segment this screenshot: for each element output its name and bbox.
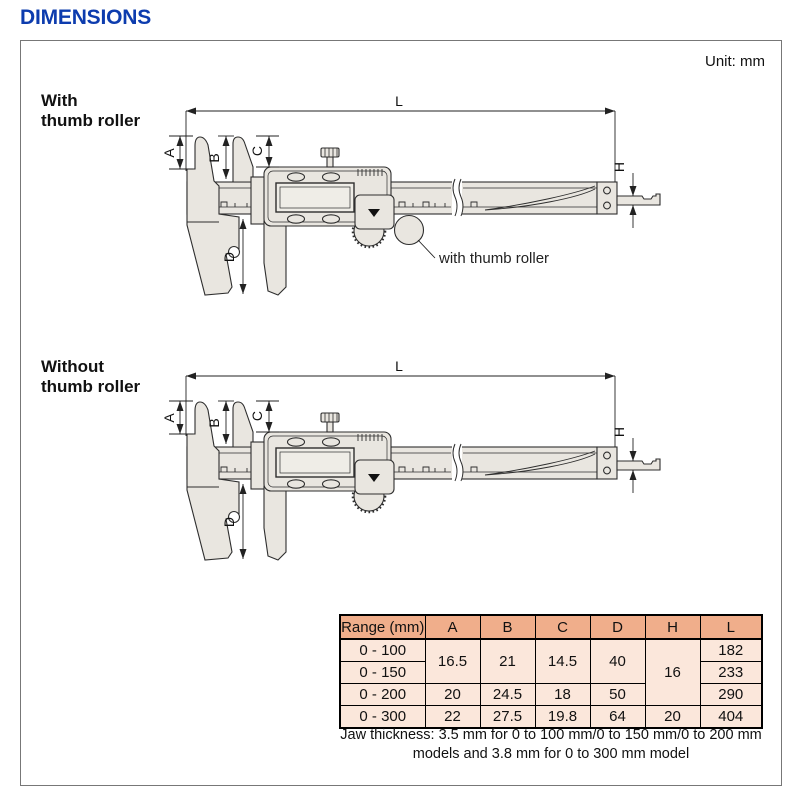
caliper-drawing-without-thumb-roller: [129, 356, 674, 588]
drawing-label-with-thumb-roller: With thumb roller: [41, 91, 140, 131]
cell-h: 20: [644, 705, 701, 729]
thumb-roller-annotation: with thumb roller: [438, 250, 549, 267]
cell-c: 18: [534, 683, 591, 706]
caliper-drawing-with-thumb-roller: with thumb roller: [129, 91, 674, 323]
cell-d: 64: [589, 705, 646, 729]
jaw-thickness-note: Jaw thickness: 3.5 mm for 0 to 100 mm/0 …: [340, 727, 762, 762]
label-line: Without: [41, 357, 105, 376]
label-line: With: [41, 91, 78, 110]
table-row: 0 - 100 16.5 21 14.5 40 16 182: [339, 638, 763, 706]
cell-a: 22: [424, 705, 481, 729]
column-header-d: D: [589, 614, 646, 640]
dimensions-panel: Unit: mm With thumb roller with thumb ro…: [20, 40, 782, 786]
drawing-label-without-thumb-roller: Without thumb roller: [41, 357, 140, 397]
thumb-roller: [393, 214, 425, 246]
table-row: 0 - 200 20 24.5 18 50 290: [339, 683, 763, 706]
column-header-range: Range (mm): [339, 614, 426, 640]
column-header-c: C: [534, 614, 591, 640]
label-line: thumb roller: [41, 111, 141, 131]
cell-d: 40: [589, 638, 646, 684]
cell-l: 233: [699, 661, 763, 684]
cell-range: 0 - 100: [339, 638, 426, 662]
cell-b: 27.5: [479, 705, 536, 729]
cell-d: 50: [589, 683, 646, 706]
column-header-b: B: [479, 614, 536, 640]
cell-c: 19.8: [534, 705, 591, 729]
cell-range: 0 - 300: [339, 705, 426, 729]
annotation-leader-line: [417, 239, 436, 259]
cell-a: 20: [424, 683, 481, 706]
table-row: 0 - 300 22 27.5 19.8 64 20 404: [339, 705, 763, 729]
table-header-row: Range (mm) A B C D H L: [339, 614, 763, 640]
cell-l: 290: [699, 683, 763, 706]
cell-b: 21: [479, 638, 536, 684]
column-header-l: L: [699, 614, 763, 640]
cell-range: 0 - 150: [339, 661, 426, 684]
label-line: thumb roller: [41, 377, 141, 397]
cell-h: 16: [644, 638, 701, 706]
cell-l: 182: [699, 638, 763, 662]
table-row: 0 - 150 233: [339, 661, 763, 684]
cell-b: 24.5: [479, 683, 536, 706]
column-header-h: H: [644, 614, 701, 640]
dimensions-table: Range (mm) A B C D H L 0 - 100 16.5 21 1…: [339, 614, 763, 729]
page-title: DIMENSIONS: [20, 6, 152, 29]
unit-label: Unit: mm: [705, 53, 765, 70]
cell-a: 16.5: [424, 638, 481, 684]
cell-range: 0 - 200: [339, 683, 426, 706]
column-header-a: A: [424, 614, 481, 640]
cell-l: 404: [699, 705, 763, 729]
cell-c: 14.5: [534, 638, 591, 684]
